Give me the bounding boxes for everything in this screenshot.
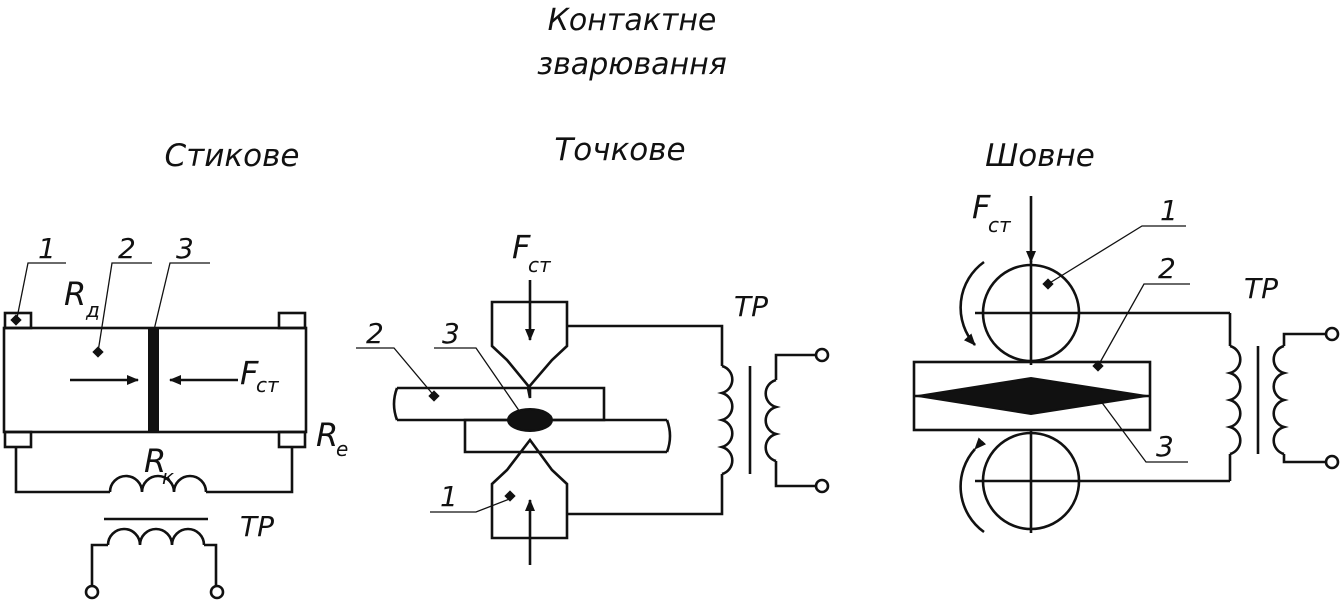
seam-label-2: 2 [1158, 252, 1176, 285]
spot-wire-top [567, 324, 724, 366]
seam-terminal-bottom [1324, 454, 1340, 470]
seam-transformer-winding-left [1225, 344, 1242, 456]
butt-dot-2 [92, 346, 104, 358]
butt-wire-left [14, 447, 110, 494]
spot-label-2: 2 [366, 317, 384, 350]
seam-weld-seam [917, 376, 1147, 416]
seam-label-1: 1 [1160, 194, 1178, 227]
spot-terminal-bottom [814, 478, 830, 494]
butt-welding-scheme [2, 262, 308, 600]
spot-weld-nugget [507, 408, 553, 432]
spot-leader-3 [434, 347, 521, 413]
seam-welding-scheme [912, 196, 1340, 534]
seam-dot-2 [1092, 360, 1104, 372]
butt-weld-zone [148, 328, 159, 432]
butt-dot-1 [10, 314, 22, 326]
spot-label-1: 1 [440, 480, 458, 513]
seam-leader-3 [1099, 399, 1188, 463]
butt-supply-wire-left [90, 543, 108, 586]
seam-label-force-sub: ст [988, 213, 1012, 237]
spot-electrode-upper [490, 300, 569, 399]
spot-leader-1 [430, 497, 513, 513]
spot-supply-wire-top [774, 353, 816, 380]
butt-transformer-winding-top [108, 474, 208, 493]
spot-sheet-lower-break [665, 419, 672, 453]
spot-label-force: F [512, 228, 531, 266]
seam-rotation-arrow-lower [959, 437, 987, 534]
spot-label-tr: ТР [734, 290, 768, 323]
spot-leader-2 [356, 347, 437, 399]
butt-label-rd-sub: д [85, 298, 100, 322]
spot-sheet-upper [397, 386, 606, 422]
butt-label-2: 2 [118, 232, 136, 265]
butt-clamp-bottom-right [277, 430, 307, 449]
seam-supply-wire-top [1282, 332, 1326, 346]
heading-butt: Стикове [165, 138, 300, 174]
spot-transformer-winding-left [717, 364, 734, 476]
seam-leader-1 [1047, 225, 1186, 285]
butt-label-re-sub: е [336, 437, 348, 461]
butt-transformer-winding-bottom [106, 527, 206, 546]
spot-welding-scheme [356, 280, 830, 565]
spot-label-force-sub: ст [528, 253, 552, 277]
seam-terminal-top [1324, 326, 1340, 342]
butt-label-1: 1 [38, 232, 56, 265]
butt-label-re: R [316, 416, 338, 454]
butt-label-force-sub: ст [256, 373, 280, 397]
spot-sheet-lower [463, 418, 667, 454]
heading-seam: Шовне [985, 138, 1095, 174]
spot-transformer-winding-right [764, 378, 781, 463]
butt-clamp-top-right [277, 311, 307, 330]
seam-leader-2 [1097, 283, 1190, 367]
spot-dot-1 [504, 490, 516, 502]
butt-terminal-right [209, 584, 225, 600]
spot-sheet-upper-break [392, 387, 399, 421]
heading-spot: Точкове [554, 132, 685, 168]
butt-leader-1 [15, 262, 66, 324]
butt-leader-3 [153, 262, 210, 331]
spot-dot-2 [428, 390, 440, 402]
butt-label-force: F [240, 354, 259, 392]
butt-clamp-bottom-left [3, 430, 33, 449]
butt-supply-wire-right [204, 543, 218, 586]
butt-label-tr: ТР [240, 510, 274, 543]
seam-supply-wire-bottom [1282, 454, 1326, 464]
seam-dot-1 [1042, 278, 1054, 290]
butt-terminal-left [84, 584, 100, 600]
seam-rotation-arrow-upper [959, 260, 985, 346]
title-line-2: зварювання [537, 47, 727, 82]
butt-label-3: 3 [176, 232, 194, 265]
spot-label-3: 3 [442, 317, 460, 350]
butt-leader-2 [97, 262, 152, 353]
title-line-1: Контактне [548, 3, 717, 38]
seam-label-3: 3 [1156, 430, 1174, 463]
butt-label-rk-sub: к [162, 465, 174, 489]
seam-label-force: F [972, 188, 991, 226]
spot-wire-bottom [567, 474, 724, 516]
spot-supply-wire-bottom [774, 461, 816, 488]
seam-label-tr: ТР [1244, 272, 1278, 305]
butt-label-rk: R [144, 442, 166, 480]
seam-transformer-winding-right [1272, 344, 1289, 456]
spot-terminal-top [814, 347, 830, 363]
butt-label-rd: R [64, 275, 86, 313]
butt-wire-right [206, 447, 294, 494]
